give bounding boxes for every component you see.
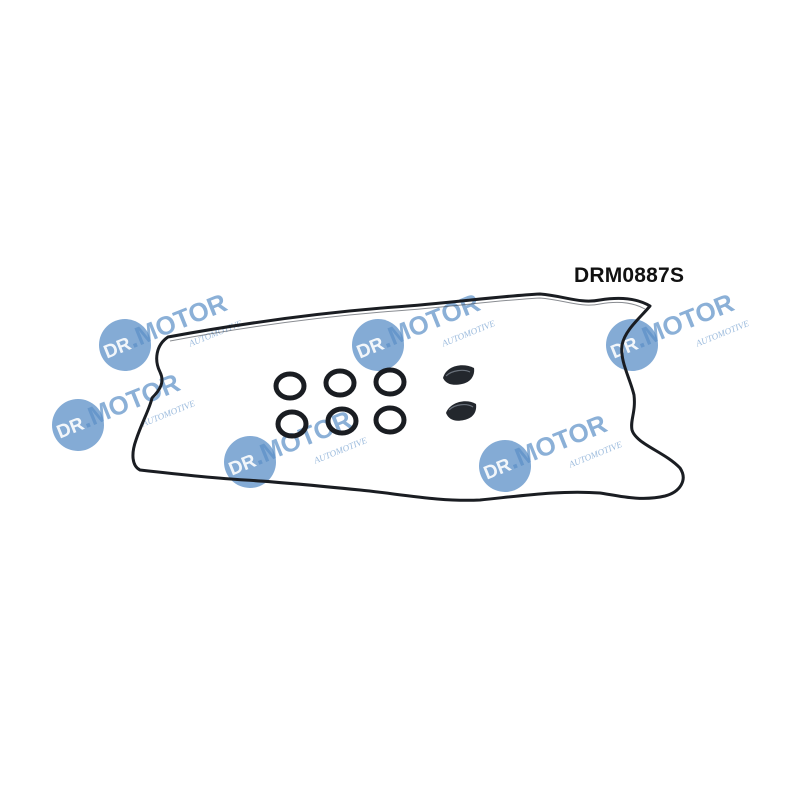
o-ring-set <box>273 367 407 439</box>
half-moon-plug <box>443 365 475 385</box>
watermark-logo <box>344 277 497 381</box>
o-ring <box>373 405 407 435</box>
o-ring <box>273 371 307 401</box>
watermark-logo <box>44 357 197 461</box>
half-moon-plug <box>446 401 477 421</box>
o-ring <box>323 368 357 398</box>
o-ring <box>373 367 407 397</box>
product-code-label: DRM0887S <box>574 264 685 287</box>
watermark-logo <box>598 277 751 381</box>
watermark-logo <box>471 398 624 502</box>
valve-cover-gasket <box>131 292 685 502</box>
o-ring <box>275 409 309 439</box>
o-ring <box>325 406 359 436</box>
